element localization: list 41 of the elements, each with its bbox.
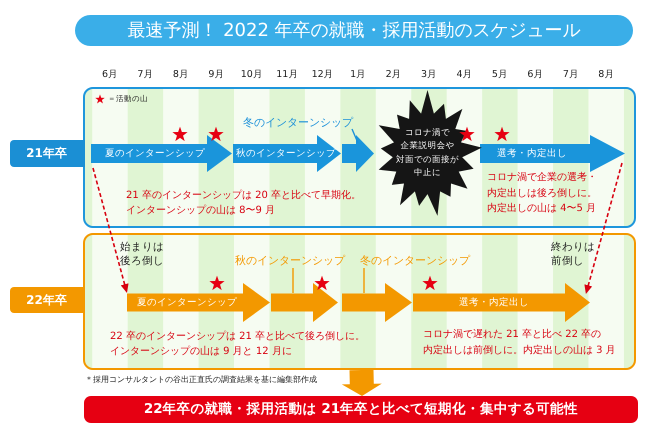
phase-band [271,283,338,322]
year-tab: 22年卒 [10,287,85,313]
title-banner: 最速予測！ 2022 年卒の就職・採用活動のスケジュール [75,15,633,46]
month-label: 2月 [384,68,403,82]
month-label: 12月 [310,68,335,82]
year-tab: 21年卒 [10,140,85,167]
month-label: 9月 [207,68,226,82]
callout-label: 冬のインターンシップ [243,115,355,130]
dashed-arrow [92,168,129,294]
annotation-text: 22 卒のインターンシップは 21 卒と比べて後ろ倒しに。インターンシップの山は 9 月と 12 月に [110,330,366,359]
leader-line [351,128,359,144]
annotation-text: 21 卒のインターンシップは 20 卒と比べて早期化。インターンシップの山は 8〜9 月 [126,188,362,218]
month-label: 7月 [136,68,154,82]
month-label: 4月 [455,68,474,82]
month-label: 8月 [597,68,616,82]
month-label: 3月 [420,68,438,82]
annotation-text: コロナ渦で企業の選考・内定出しは後ろ倒しに。内定出しの山は 4〜5 月 [487,170,598,216]
month-label: 10月 [240,68,264,82]
block-arrow [342,370,382,396]
month-label: 7月 [562,68,580,82]
phase-band: 選考・内定出し [413,283,590,322]
conclusion-banner: 22年卒の就職・採用活動は 21年卒と比べて短期化・集中する可能性 [84,396,638,423]
month-label: 6月 [100,68,120,82]
month-label: 11月 [275,68,300,82]
annotation-text: コロナ渦で遅れた 21 卒と比べ 22 卒の内定出しは前倒しに。内定出しの山は 3 月 [423,328,617,358]
callout-label: 秋のインターンシップ [235,253,345,268]
phase-band: 夏のインターンシップ [91,135,232,172]
callout-label: 冬のインターンシップ [360,253,472,268]
month-label: 1月 [349,68,368,82]
leader-line [292,268,294,293]
phase-band: 夏のインターンシップ [127,283,270,322]
edge-label: 始まりは後ろ倒し [120,240,165,268]
phase-band: 秋のインターンシップ [233,135,341,172]
leader-line [363,268,365,293]
phase-band: 選考・内定出し [480,135,625,172]
month-label: 6月 [526,68,544,82]
month-label: 8月 [172,68,190,82]
edge-label: 終わりは前倒し [551,240,596,268]
phase-band [342,283,412,322]
month-label: 5月 [490,68,509,82]
phase-band [342,135,374,172]
